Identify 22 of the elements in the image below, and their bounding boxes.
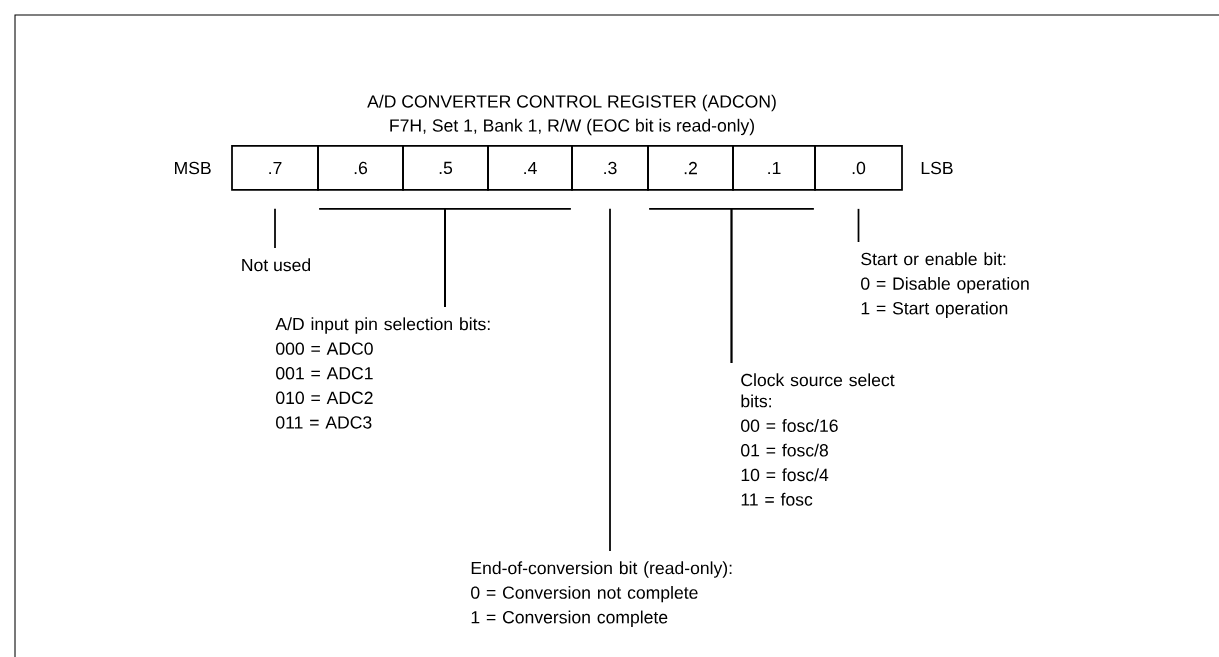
leader-line	[730, 208, 815, 364]
leader-line	[857, 208, 860, 243]
bit-cell: .5	[402, 145, 489, 191]
bit-cell: .4	[487, 145, 573, 191]
bit-order-label: MSB	[175, 161, 211, 175]
bit-description: End-of-conversion bit (read-only): 0 = Conversion not complete 1 = Conversion complete	[471, 561, 732, 627]
leader-line	[609, 208, 611, 552]
bit-description: Not used	[242, 258, 311, 272]
bit-cell: .0	[814, 145, 903, 191]
bit-cell: .2	[647, 145, 734, 191]
bit-cell: .3	[571, 145, 649, 191]
bit-description: Start or enable bit: 0 = Disable operation 1 = Start operation	[861, 252, 1029, 318]
leader-line	[444, 208, 572, 308]
bit-description: Clock source select bits: 00 = fosc/16 01 = fosc/8 10 = fosc/4 11 = fosc	[741, 373, 895, 506]
bit-order-label: LSB	[921, 161, 953, 175]
bit-cell: .1	[732, 145, 816, 191]
bit-cell: .7	[231, 145, 319, 191]
register-address: F7H, Set 1, Bank 1, R/W (EOC bit is read-only)	[390, 118, 754, 136]
bit-description: A/D input pin selection bits: 000 = ADC0 001 = ADC1 010 = ADC2 011 = ADC3	[275, 317, 490, 429]
title: A/D CONVERTER CONTROL REGISTER (ADCON)	[367, 94, 776, 112]
leader-line	[274, 208, 276, 249]
bit-cell: .6	[317, 145, 404, 191]
